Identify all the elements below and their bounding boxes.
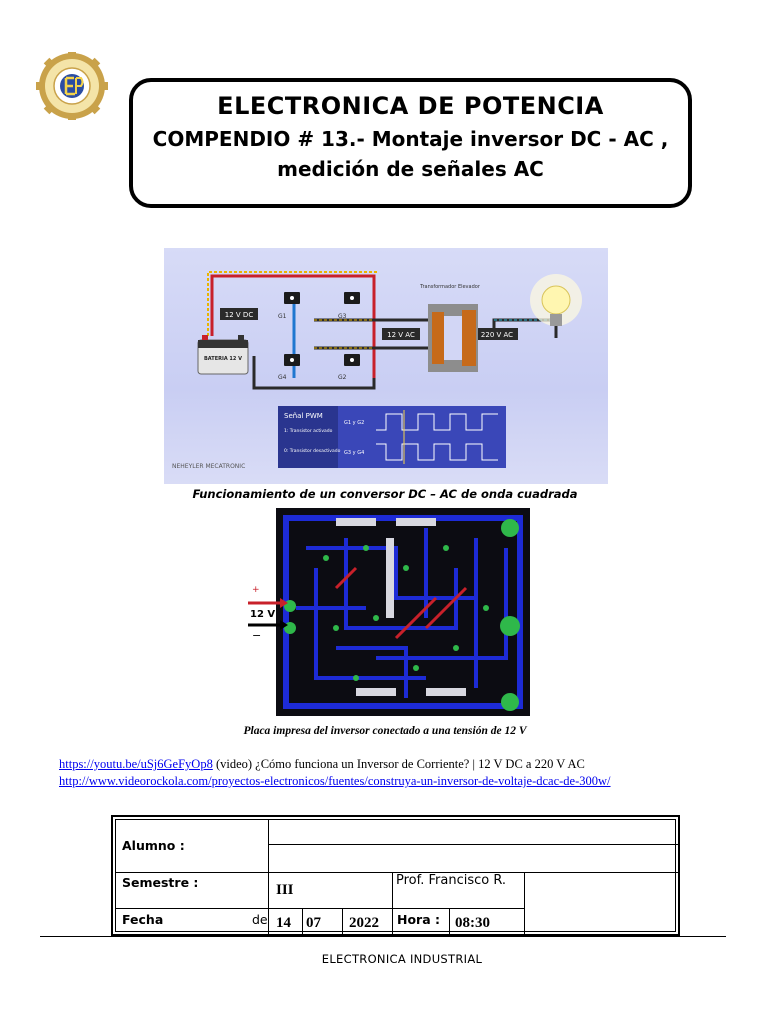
transformer-label: Transformador Elevador [419,284,481,290]
reference-line-1: https://youtu.be/uSj6GeFyOp8 (video) ¿Có… [59,757,585,772]
professor-name: Prof. Francisco R. [396,873,507,888]
ac-output-label: 220 V AC [481,331,513,339]
inverter-diagram: G1 G3 G4 G2 BATERIA 12 V 12 V DC 12 V AC… [164,248,608,484]
pwm-signal-panel: Señal PWM 1: Transistor activado 0: Tran… [278,406,506,468]
voltage-label: 12 V [250,609,275,620]
plus-sign: + [252,585,260,595]
title-box: ELECTRONICA DE POTENCIA COMPENDIO # 13.-… [129,78,692,208]
pcb-photo [276,508,530,716]
light-bulb-icon [530,274,582,326]
date-year: 2022 [349,915,379,931]
figure-1-caption: Funcionamiento de un conversor DC – AC d… [192,487,578,501]
pwm-off-legend: 0: Transistor desactivado [284,448,341,454]
student-info-table: Alumno : Semestre : III Prof. Francisco … [111,815,680,936]
pwm-g1g2-label: G1 y G2 [344,420,364,426]
gate-label-g3: G3 [338,313,347,320]
pwm-title: Señal PWM [284,412,323,420]
minus-sign: − [252,629,261,642]
date-day: 14 [276,915,291,931]
gate-label-g2: G2 [338,374,347,381]
fecha-label: Fecha [122,912,164,927]
institution-logo [34,50,110,122]
power-input-indicator: + 12 V − [248,583,288,643]
figure-2-caption: Placa impresa del inversor conectado a u… [243,725,527,737]
alumno-label: Alumno : [122,838,185,853]
gate-label-g1: G1 [278,313,287,320]
battery-icon: BATERIA 12 V [197,335,249,375]
dc-voltage-label: 12 V DC [225,311,254,319]
pwm-on-legend: 1: Transistor activado [284,428,333,434]
hora-value: 08:30 [455,915,490,931]
semestre-label: Semestre : [122,875,199,890]
de-label: de [252,912,268,927]
ac-voltage-label: 12 V AC [387,331,415,339]
alumno-input-line-2[interactable] [269,845,679,872]
gate-label-g4: G4 [278,374,287,381]
document-title: ELECTRONICA DE POTENCIA [217,92,604,120]
battery-label: BATERIA 12 V [204,356,242,362]
reference-line-2: http://www.videorockola.com/proyectos-el… [59,774,611,789]
footer-divider [40,936,726,937]
youtube-link-description: (video) ¿Cómo funciona un Inversor de Co… [212,757,585,771]
semestre-value: III [276,882,294,898]
footer-text: ELECTRONICA INDUSTRIAL [321,952,483,966]
videorockola-link[interactable]: http://www.videorockola.com/proyectos-el… [59,774,611,788]
transformer-icon [428,304,478,372]
document-subtitle: COMPENDIO # 13.- Montaje inversor DC - A… [152,127,669,181]
alumno-input-line-1[interactable] [269,820,679,844]
pwm-g3g4-label: G3 y G4 [344,450,364,456]
youtube-link[interactable]: https://youtu.be/uSj6GeFyOp8 [59,757,213,771]
date-month: 07 [306,915,321,931]
hora-label: Hora : [397,912,440,927]
brand-label: NEHEYLER MECATRONIC [172,463,245,470]
